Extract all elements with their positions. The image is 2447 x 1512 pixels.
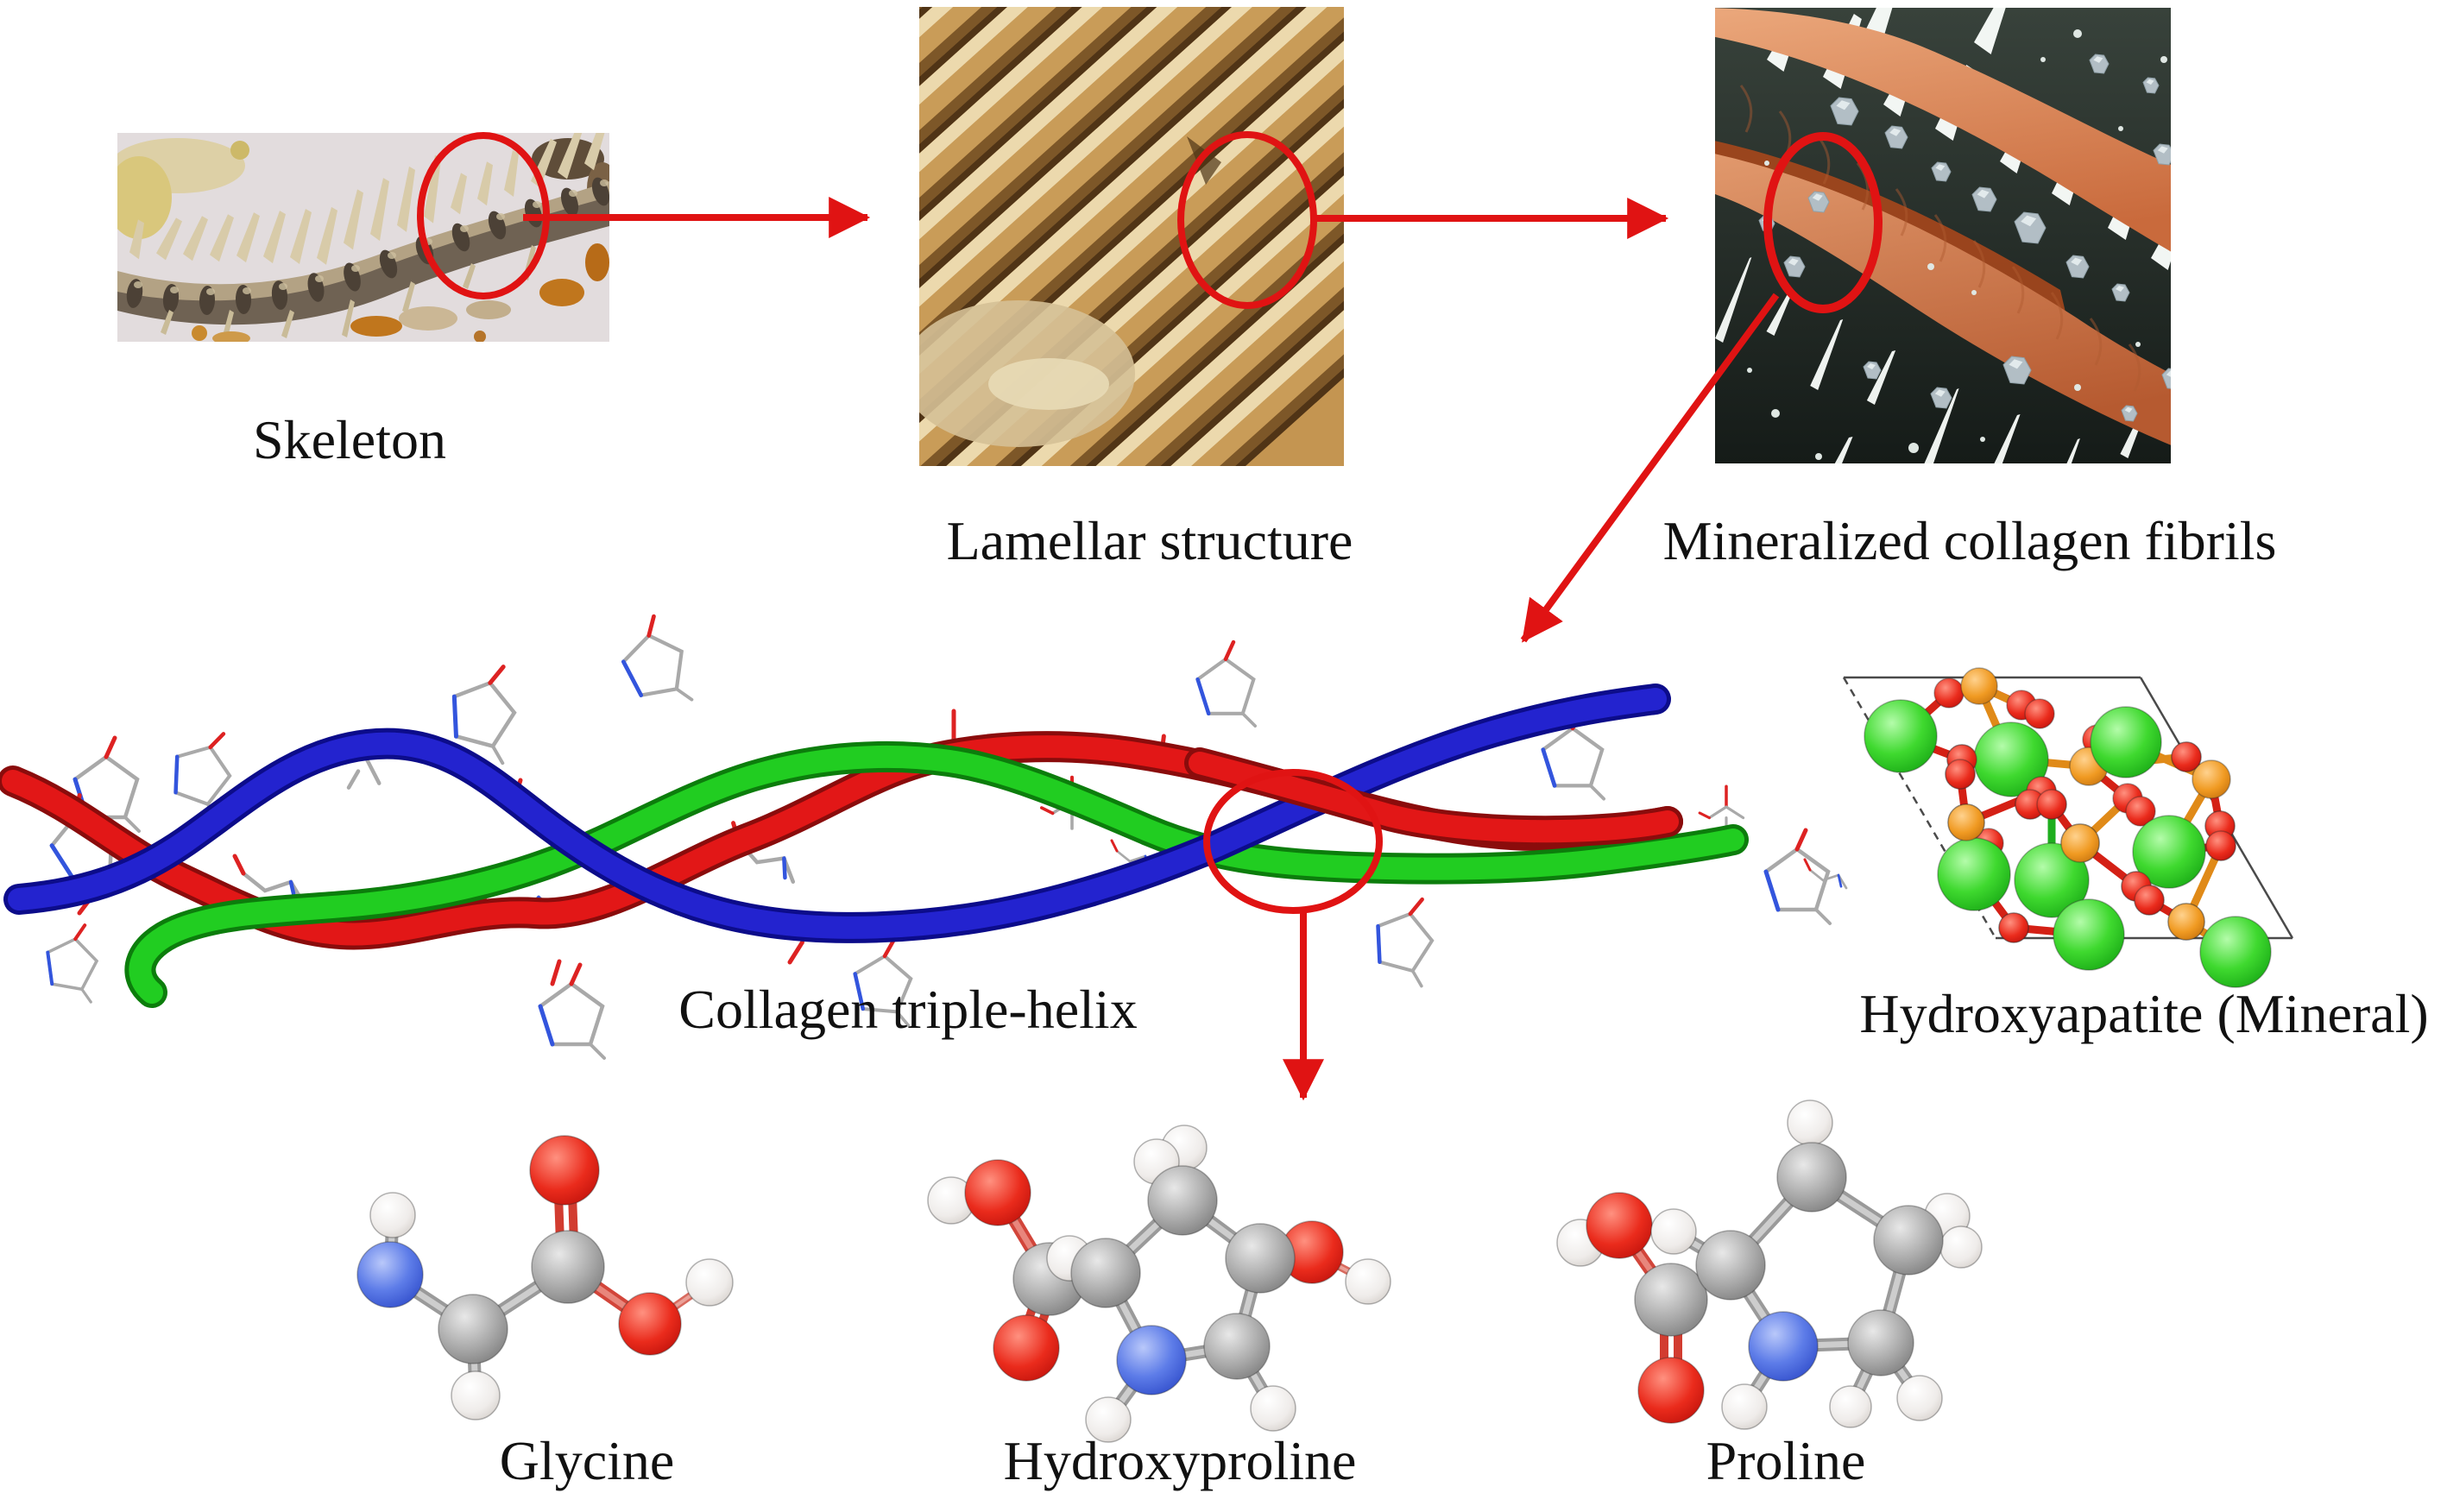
hydroxyproline-model	[927, 1125, 1391, 1443]
glycine-model	[356, 1135, 734, 1421]
annotations	[417, 131, 1883, 1101]
hydroxyproline-label: Hydroxyproline	[1003, 1430, 1357, 1491]
mineralized-label: Mineralized collagen fibrils	[1662, 510, 2277, 571]
collagen-label: Collagen triple-helix	[678, 979, 1138, 1040]
proline-model	[1556, 1099, 1983, 1430]
lamellar-label: Lamellar structure	[946, 510, 1353, 571]
hydroxyapatite-label: Hydroxyapatite (Mineral)	[1859, 983, 2429, 1044]
lamellar-highlight-circle	[1177, 131, 1317, 309]
ribbon-green	[129, 745, 1744, 1004]
mineralized-highlight-circle	[1763, 132, 1883, 313]
helix-highlight-circle	[1203, 769, 1383, 914]
glycine-label: Glycine	[499, 1430, 675, 1491]
skeleton-photo	[117, 133, 609, 342]
collagen-triple-helix-model	[0, 614, 1848, 1060]
skeleton-label: Skeleton	[253, 409, 446, 470]
arrow-mineralized-to-helix	[1520, 293, 1780, 643]
ribbon-blue	[8, 688, 1667, 939]
hydroxyapatite-model	[1842, 667, 2294, 988]
proline-label: Proline	[1706, 1430, 1866, 1491]
mineralized-fibrils-photo	[1715, 8, 2171, 463]
lamellar-structure-photo	[919, 7, 1344, 466]
